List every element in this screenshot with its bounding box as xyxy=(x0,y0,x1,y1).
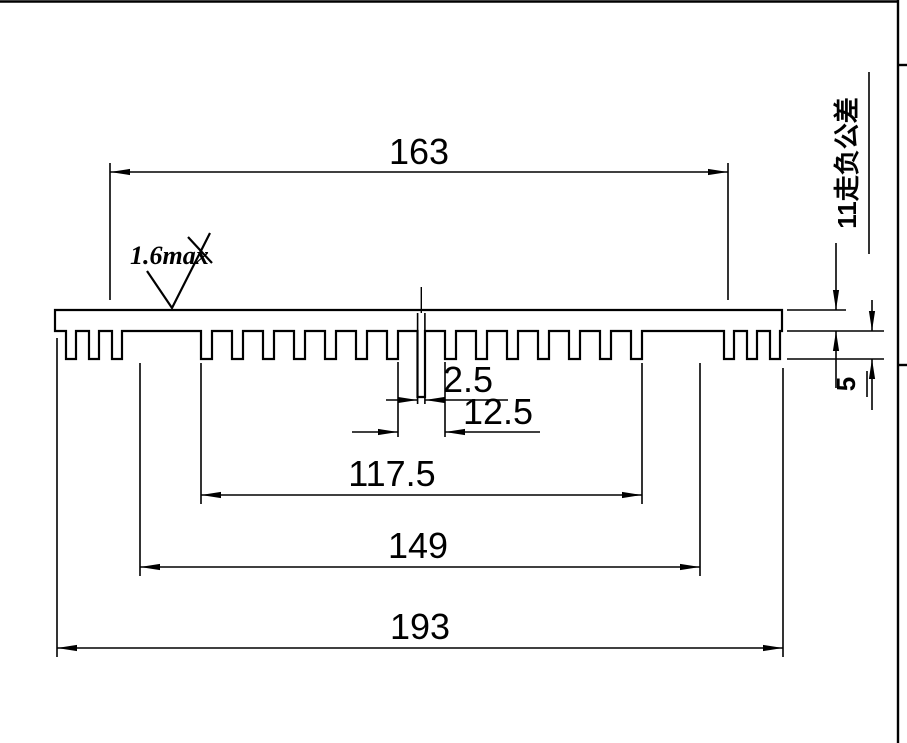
dim-height-group: 11走负公差 5 xyxy=(787,72,884,410)
dim-thickness-label: 11走负公差 xyxy=(832,97,862,229)
roughness-check-icon xyxy=(146,232,211,311)
roughness-slash-icon xyxy=(187,236,213,264)
dim-mid-label: 149 xyxy=(388,525,448,566)
dim-fin-field: 117.5 xyxy=(200,363,643,504)
dim-gap-label: 12.5 xyxy=(463,391,533,432)
dim-fin-height-label: 5 xyxy=(831,377,861,391)
dim-center-gap: 12.5 xyxy=(352,362,540,437)
surface-finish-symbol: 1.6max xyxy=(130,232,213,311)
heatsink-profile xyxy=(53,308,784,399)
dim-slot-label: 2.5 xyxy=(443,359,493,400)
dim-overall: 193 xyxy=(56,338,784,657)
dim-center-slot: 2.5 xyxy=(386,359,508,404)
centerline-group xyxy=(416,287,426,404)
dim-upper-span: 163 xyxy=(109,131,729,300)
surface-finish-label: 1.6max xyxy=(130,241,209,270)
dim-upper-label: 163 xyxy=(389,131,449,172)
dim-mid-span: 149 xyxy=(139,363,701,576)
dim-overall-label: 193 xyxy=(390,606,450,647)
dim-fin-field-label: 117.5 xyxy=(348,453,435,494)
